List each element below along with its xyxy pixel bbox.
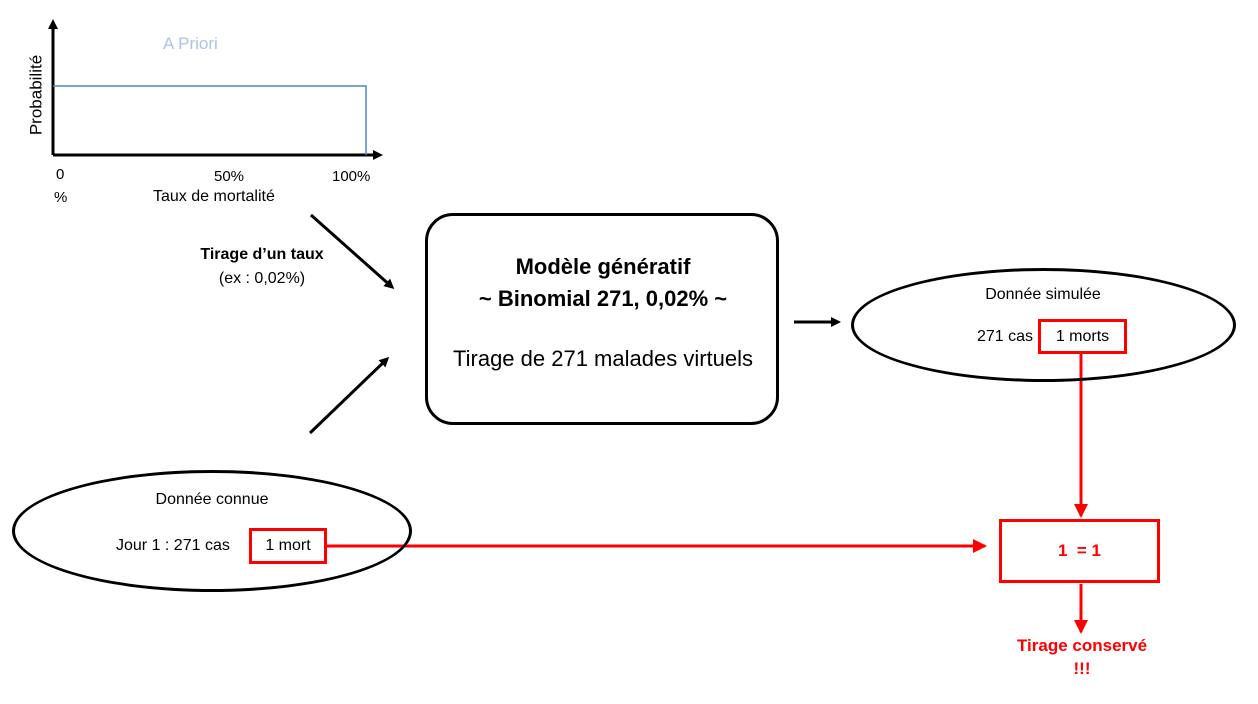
model-description: Tirage de 271 malades virtuels — [452, 346, 754, 371]
generative-model-box — [425, 213, 779, 425]
known-data-ellipse — [12, 470, 412, 592]
prior-tick-100: 100% — [332, 168, 371, 185]
simulated-deaths-box: 1 morts — [1038, 319, 1127, 354]
draw-label-title: Tirage d’un taux — [200, 246, 324, 263]
prior-axes — [48, 19, 383, 160]
simulated-cases: 271 cas — [977, 328, 1034, 345]
known-cases: Jour 1 : 271 cas — [116, 537, 230, 554]
comparison-text: 1 = 1 — [1057, 541, 1101, 560]
simulated-data-ellipse — [851, 268, 1236, 382]
model-formula: ~ Binomial 271, 0,02% ~ — [478, 286, 728, 311]
model-title: Modèle génératif — [515, 254, 691, 279]
prior-x-axis-label: Taux de mortalité — [153, 188, 275, 205]
prior-y-axis-label: Probabilité — [26, 54, 46, 136]
known-deaths: 1 mort — [265, 537, 311, 554]
simulated-data-title: Donnée simulée — [985, 286, 1101, 303]
arrow-known-to-model — [308, 356, 390, 435]
known-deaths-box: 1 mort — [249, 528, 327, 564]
prior-tick-0: 0 — [56, 166, 65, 183]
prior-tick-50: 50% — [214, 168, 245, 185]
comparison-box: 1 = 1 — [999, 519, 1160, 583]
arrow-prior-to-model — [310, 213, 395, 289]
prior-chart-title: A Priori — [163, 34, 218, 53]
prior-uniform-line — [53, 85, 367, 155]
result-line-1: Tirage conservé — [1016, 636, 1148, 655]
known-data-title: Donnée connue — [155, 491, 269, 508]
prior-tick-percent: % — [54, 189, 68, 206]
result-line-2: !!! — [1073, 659, 1091, 678]
simulated-deaths: 1 morts — [1055, 327, 1110, 345]
draw-label-example: (ex : 0,02%) — [218, 270, 306, 287]
